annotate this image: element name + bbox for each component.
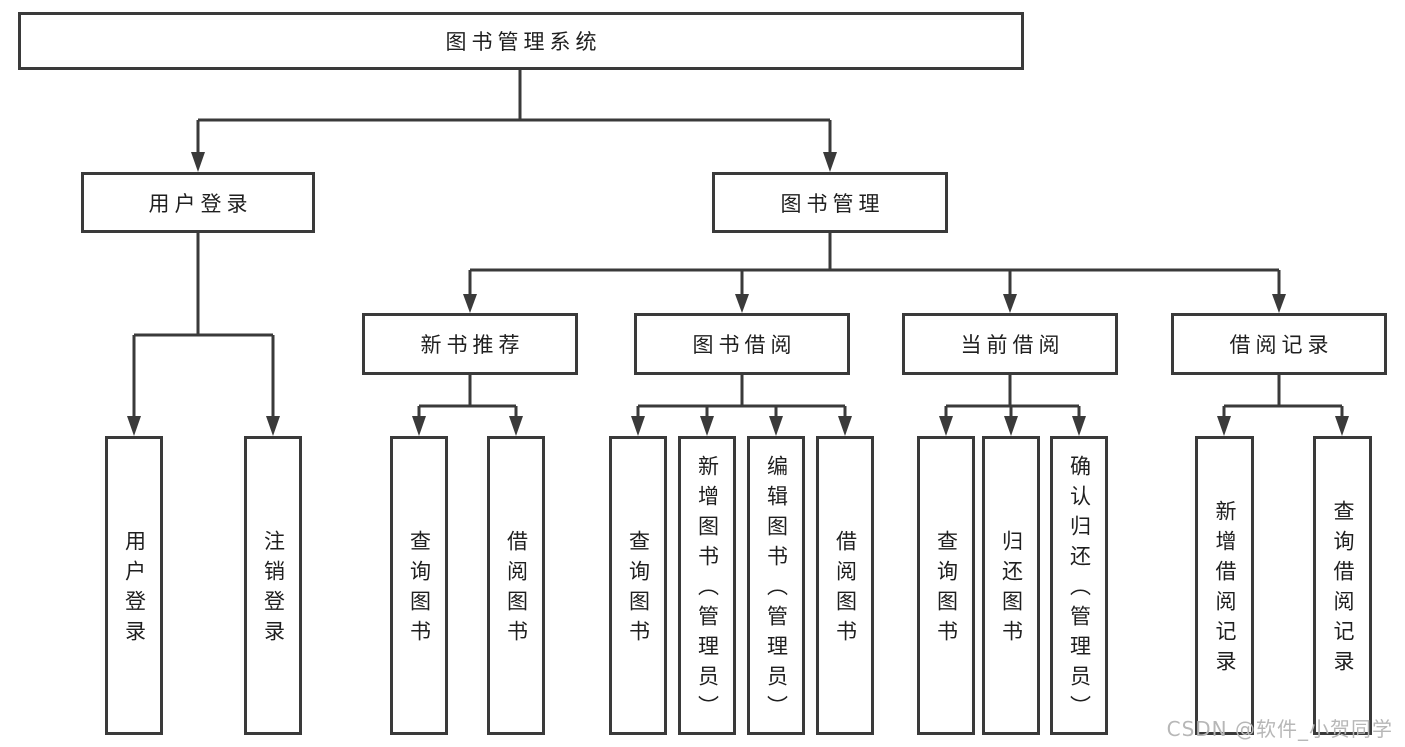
node-root: 图书管理系统 (18, 12, 1024, 70)
leaf-borrow-books-borrowing: 借阅图书 (816, 436, 874, 735)
leaf-query-books-borrowing: 查询图书 (609, 436, 667, 735)
leaf-add-book-admin: 新增图书（管理员） (678, 436, 736, 735)
node-user-login: 用户登录 (81, 172, 315, 233)
leaf-query-books-recommend: 查询图书 (390, 436, 448, 735)
node-new-book-recommend: 新书推荐 (362, 313, 578, 375)
node-book-borrowing: 图书借阅 (634, 313, 850, 375)
leaf-add-borrow-record: 新增借阅记录 (1195, 436, 1254, 735)
watermark: CSDN @软件_小贺同学 (1166, 717, 1393, 741)
leaf-logout: 注销登录 (244, 436, 302, 735)
arrowheads (127, 152, 1349, 436)
leaf-borrow-books-recommend: 借阅图书 (487, 436, 545, 735)
leaf-return-books: 归还图书 (982, 436, 1040, 735)
leaf-confirm-return-admin: 确认归还（管理员） (1050, 436, 1108, 735)
node-borrowing-records: 借阅记录 (1171, 313, 1387, 375)
leaf-user-login: 用户登录 (105, 436, 163, 735)
leaf-query-books-current: 查询图书 (917, 436, 975, 735)
node-book-management: 图书管理 (712, 172, 948, 233)
node-current-borrowing: 当前借阅 (902, 313, 1118, 375)
leaf-query-borrow-record: 查询借阅记录 (1313, 436, 1372, 735)
leaf-edit-book-admin: 编辑图书（管理员） (747, 436, 805, 735)
